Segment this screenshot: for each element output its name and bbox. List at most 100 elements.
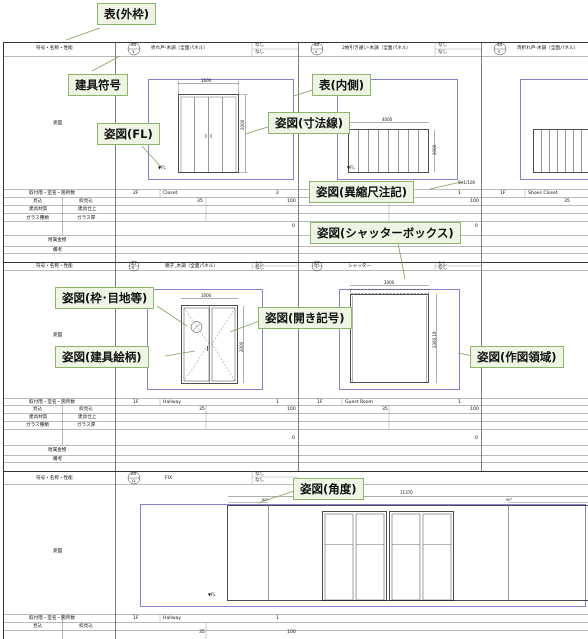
floor: 1F [317, 400, 323, 405]
label-elevation-2: 姿図 [53, 333, 63, 338]
angle-mark: 90° [506, 498, 513, 502]
v1: 35 [382, 407, 388, 412]
dim-height: 2000 [432, 144, 437, 155]
none-text: なし [255, 478, 265, 483]
dim-height: 2000 [239, 341, 244, 352]
code-top: AD [314, 262, 319, 266]
angle-mark: 90° [262, 498, 269, 502]
code-num: 3 [132, 50, 135, 54]
room: Guest Room [345, 400, 374, 405]
code-top: AD [131, 43, 137, 47]
callout-view-angle: 姿図(角度) [293, 478, 364, 500]
label-install-2: 取付階・室名・箇所数 [29, 400, 75, 405]
v2: 100 [287, 199, 296, 204]
label-elevation-3: 姿図 [53, 549, 63, 554]
label-glass-type-2: ガラス種類 [26, 423, 49, 428]
code-num: 4 [315, 50, 318, 54]
code-top: AD [131, 472, 137, 476]
fitting-name: シャッター [348, 264, 371, 269]
callout-view-pattern: 姿図(建具絵柄) [55, 346, 149, 368]
label-frame-depth: 見込 [33, 199, 43, 204]
dim-width: 4000 [382, 117, 393, 122]
none-text: なし [438, 43, 448, 48]
fl-mark: ▼FL [158, 165, 166, 170]
callout-fitting-code: 建具符号 [68, 74, 128, 96]
label-code-name: 符号・名称・性能 [36, 46, 73, 51]
none-text: なし [438, 262, 448, 267]
label-hardware: 附属金物 [48, 238, 67, 243]
code-top: AD [497, 43, 503, 47]
callout-view-fl: 姿図(FL) [97, 123, 160, 145]
callout-view-open: 姿図(開き記号) [258, 307, 352, 329]
scale-note: SH1/100 [458, 180, 476, 185]
callout-inner: 表(内側) [312, 74, 372, 96]
label-frame-depth-2: 見込 [33, 407, 43, 412]
callout-outer-frame: 表(外枠) [97, 3, 157, 25]
none-text: なし [255, 262, 265, 267]
dim-height: 2360.19 [432, 331, 437, 348]
v2: 100 [287, 630, 296, 635]
label-material: 建具材質 [29, 207, 48, 212]
count: 1 [276, 616, 279, 621]
dim-width: 1600 [201, 78, 212, 83]
label-install: 取付階・室名・箇所数 [29, 191, 75, 196]
room: Hallway [163, 400, 182, 405]
floor: 1F [133, 616, 139, 621]
label-finish: 建具仕上 [78, 207, 97, 212]
callout-view-scale: 姿図(異縮尺注記) [309, 181, 415, 203]
floor: 1F [500, 191, 506, 196]
code-num: 12 [131, 479, 136, 483]
fitting-name: 両折れ戸-木調（全面パネル） [517, 46, 579, 51]
label-remarks: 備考 [53, 248, 63, 253]
room: Shoes Closet [528, 191, 558, 196]
label-glass-type: ガラス種類 [26, 216, 49, 221]
count: 1 [458, 400, 461, 405]
v1: 35 [564, 199, 570, 204]
dim-height: 2000 [240, 119, 245, 130]
room: Closet [163, 191, 178, 196]
label-material-2: 建具材質 [29, 415, 48, 420]
v1: 35 [199, 630, 205, 635]
room: Hallway [163, 616, 182, 621]
code-num: 5 [498, 50, 501, 54]
dim-width: 1000 [201, 293, 212, 298]
v3: 0 [292, 436, 295, 441]
label-remarks-2: 備考 [53, 457, 63, 462]
label-glass-thick-2: ガラス厚 [77, 423, 96, 428]
code-num: 6 [132, 266, 135, 270]
label-frame-depth2-3: 枠見込 [79, 624, 93, 629]
code-top: AD [314, 43, 320, 47]
count: 1 [458, 191, 461, 196]
none-text: なし [255, 43, 265, 48]
label-frame-depth2-2: 枠見込 [79, 407, 93, 412]
label-frame-depth-3: 見込 [33, 624, 43, 629]
v2: 100 [470, 199, 479, 204]
v1: 35 [199, 407, 205, 412]
v3: 0 [475, 224, 478, 229]
label-elevation: 姿図 [53, 121, 63, 126]
floor: 1F [133, 400, 139, 405]
v1: 35 [197, 199, 203, 204]
v2: 100 [287, 407, 296, 412]
fitting-name: 親子_木調（全面パネル） [165, 264, 218, 269]
code-top: AD [131, 262, 136, 266]
label-hardware-2: 附属金物 [48, 448, 67, 453]
none-text: なし [255, 472, 265, 477]
label-finish-2: 建具仕上 [78, 415, 97, 420]
floor: 2F [133, 191, 139, 196]
code-num: 7 [315, 266, 318, 270]
label-code-name-2: 符号・名称・性能 [36, 264, 73, 269]
none-text: なし [438, 266, 448, 271]
none-text: なし [438, 50, 448, 55]
callout-view-dim: 姿図(寸法線) [268, 112, 351, 134]
fitting-name: FIX [165, 476, 173, 481]
callout-view-shutter: 姿図(シャッターボックス) [310, 222, 461, 244]
label-code-name-3: 符号・名称・性能 [36, 476, 73, 481]
dim-width: 11370 [400, 490, 413, 495]
label-install-3: 取付階・室名・箇所数 [29, 616, 75, 621]
callout-view-frame: 姿図(枠･目地等) [55, 287, 155, 309]
fl-mark: ▼FL [208, 592, 216, 597]
dim-width: 2000 [384, 280, 395, 285]
label-glass-thick: ガラス厚 [77, 216, 96, 221]
